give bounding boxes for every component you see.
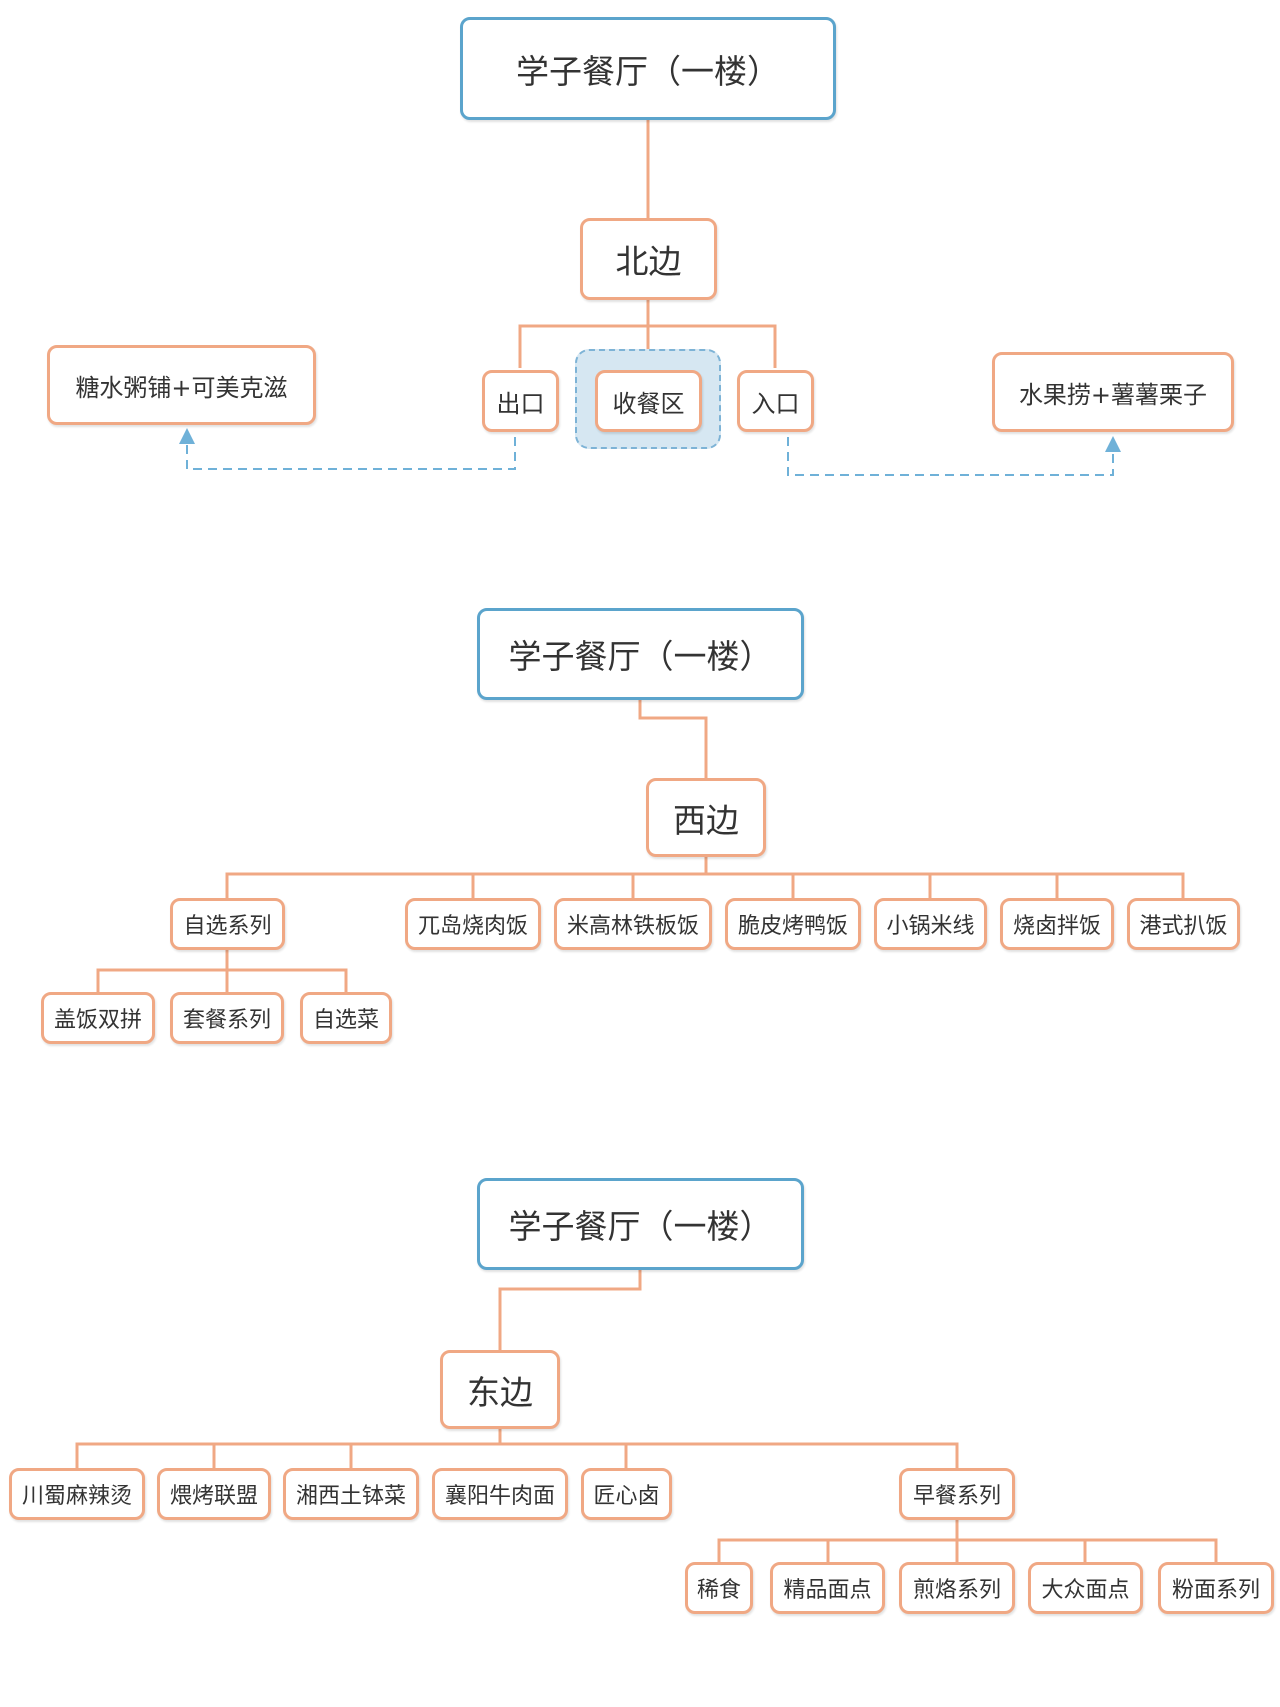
north-dashed-arrows [179,428,1121,476]
north-root-node: 学子餐厅（一楼） [460,17,836,120]
west-connectors [96,700,1185,992]
east-item-node: 川蜀麻辣烫 [9,1468,145,1520]
tray-return-node: 收餐区 [595,370,702,432]
east-item-node: 煨烤联盟 [157,1468,271,1520]
left-shop-node: 糖水粥铺+可美克滋 [47,345,316,425]
west-item-node: 烧卤拌饭 [1000,898,1114,950]
self-select-child-node: 套餐系列 [170,992,284,1044]
entrance-node: 入口 [737,370,814,432]
west-item-node: 米高林铁板饭 [554,898,712,950]
east-branch-node: 东边 [440,1350,560,1429]
exit-node: 出口 [482,370,559,432]
west-item-node: 兀岛烧肉饭 [405,898,541,950]
north-branch-node: 北边 [580,218,717,300]
breakfast-child-node: 稀食 [685,1562,753,1614]
east-connectors [75,1270,1218,1562]
breakfast-node: 早餐系列 [899,1468,1015,1520]
self-select-node: 自选系列 [170,898,285,950]
breakfast-child-node: 煎烙系列 [899,1562,1015,1614]
west-item-node: 脆皮烤鸭饭 [725,898,861,950]
right-shop-node: 水果捞+薯薯栗子 [992,352,1234,432]
east-item-node: 匠心卤 [581,1468,672,1520]
west-branch-node: 西边 [646,778,766,857]
self-select-child-node: 自选菜 [300,992,392,1044]
self-select-child-node: 盖饭双拼 [41,992,155,1044]
breakfast-child-node: 精品面点 [770,1562,885,1614]
east-item-node: 湘西土钵菜 [283,1468,419,1520]
breakfast-child-node: 粉面系列 [1158,1562,1274,1614]
west-item-node: 港式扒饭 [1127,898,1240,950]
west-root-node: 学子餐厅（一楼） [477,608,804,700]
east-root-node: 学子餐厅（一楼） [477,1178,804,1270]
breakfast-child-node: 大众面点 [1028,1562,1143,1614]
west-item-node: 小锅米线 [874,898,987,950]
east-item-node: 襄阳牛肉面 [432,1468,568,1520]
